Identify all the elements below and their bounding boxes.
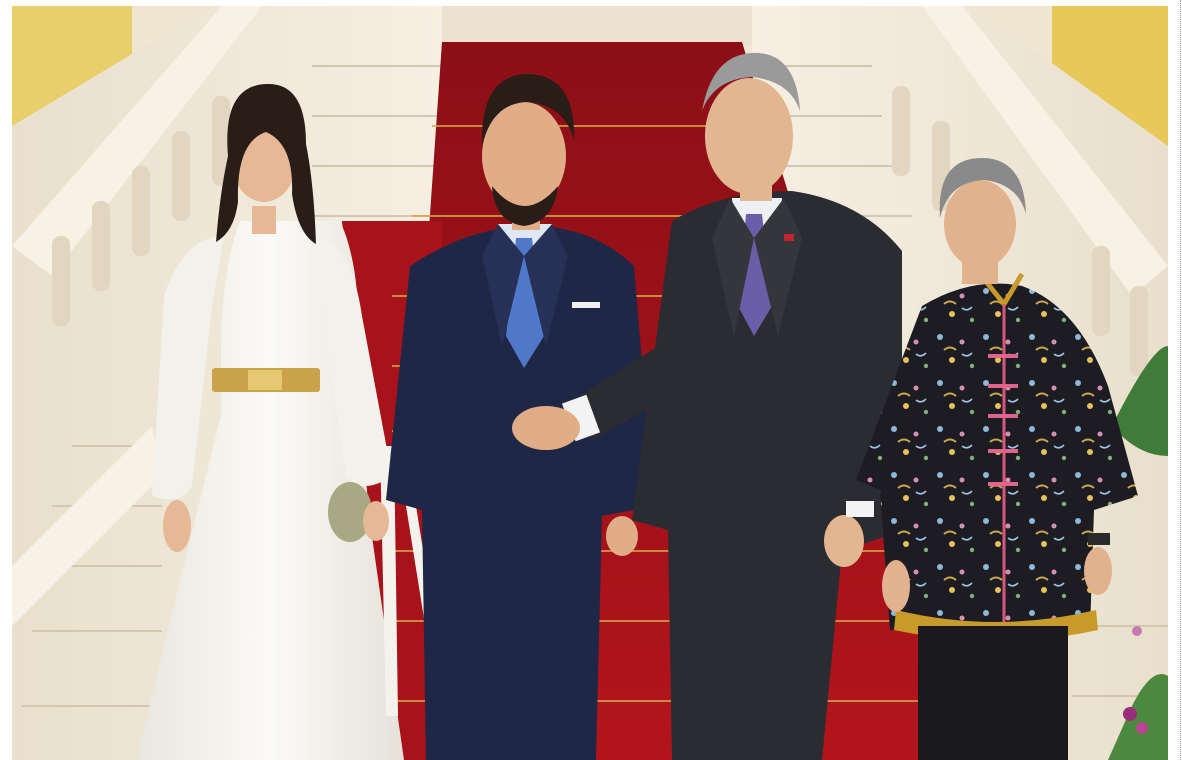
man-navy-suit (386, 74, 654, 760)
steps-left (22, 65, 442, 707)
woman-floral-blouse (856, 158, 1138, 760)
man-charcoal-suit (512, 52, 902, 760)
balustrade-left (12, 6, 262, 626)
photo-scene (12, 6, 1168, 760)
woman-white-dress (136, 83, 448, 760)
balustrade-right (892, 6, 1168, 376)
photo (12, 6, 1168, 760)
plant (1108, 346, 1168, 760)
right-edge-divider (1180, 0, 1181, 760)
